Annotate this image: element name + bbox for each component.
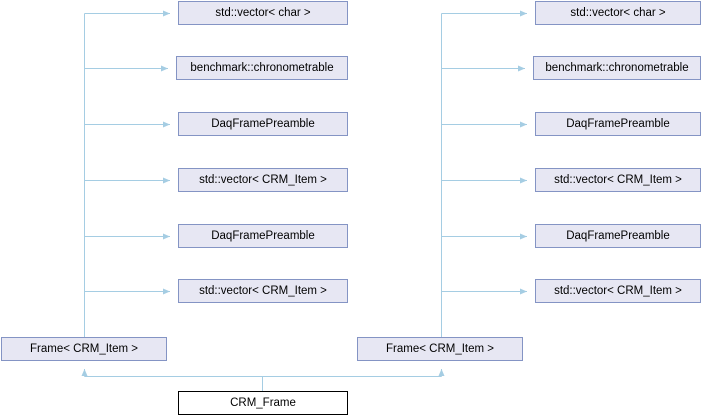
node-label: std::vector< char > (215, 7, 311, 19)
node-label: Frame< CRM_Item > (386, 343, 494, 355)
node-label: std::vector< char > (570, 7, 666, 19)
node-label: DaqFramePreamble (566, 118, 670, 130)
node-daqframepreamble-left-2[interactable]: DaqFramePreamble (178, 224, 348, 248)
node-std-vector-char-right[interactable]: std::vector< char > (535, 1, 701, 25)
node-std-vector-crm-item-right-1[interactable]: std::vector< CRM_Item > (535, 168, 701, 192)
node-std-vector-crm-item-left-1[interactable]: std::vector< CRM_Item > (178, 168, 348, 192)
node-crm-frame[interactable]: CRM_Frame (178, 391, 348, 415)
node-label: std::vector< CRM_Item > (199, 174, 327, 186)
node-benchmark-chronometrable-left[interactable]: benchmark::chronometrable (176, 56, 348, 80)
node-label: CRM_Frame (230, 397, 296, 409)
node-label: DaqFramePreamble (566, 230, 670, 242)
node-frame-crm-item-left[interactable]: Frame< CRM_Item > (1, 337, 167, 361)
node-label: Frame< CRM_Item > (30, 343, 138, 355)
node-label: std::vector< CRM_Item > (554, 174, 682, 186)
node-label: std::vector< CRM_Item > (199, 285, 327, 297)
node-daqframepreamble-left-1[interactable]: DaqFramePreamble (178, 112, 348, 136)
node-benchmark-chronometrable-right[interactable]: benchmark::chronometrable (533, 56, 701, 80)
node-label: std::vector< CRM_Item > (554, 285, 682, 297)
node-label: DaqFramePreamble (211, 230, 315, 242)
node-label: benchmark::chronometrable (545, 62, 689, 74)
node-daqframepreamble-right-2[interactable]: DaqFramePreamble (535, 224, 701, 248)
node-frame-crm-item-right[interactable]: Frame< CRM_Item > (357, 337, 523, 361)
node-std-vector-crm-item-right-2[interactable]: std::vector< CRM_Item > (535, 279, 701, 303)
node-label: DaqFramePreamble (211, 118, 315, 130)
node-label: benchmark::chronometrable (190, 62, 334, 74)
node-std-vector-char-left[interactable]: std::vector< char > (178, 1, 348, 25)
node-daqframepreamble-right-1[interactable]: DaqFramePreamble (535, 112, 701, 136)
node-std-vector-crm-item-left-2[interactable]: std::vector< CRM_Item > (178, 279, 348, 303)
